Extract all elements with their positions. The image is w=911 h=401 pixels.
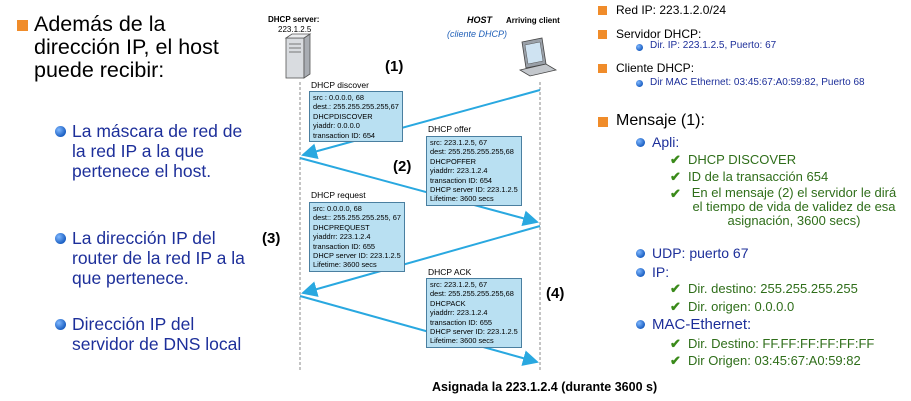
apli-bullet [636,138,645,147]
ack-arrow [299,295,539,366]
check-icon: ✔ [670,299,681,314]
list-item: Dirección IP del servidor de DNS local [72,314,242,354]
apli-item: ID de la transacción 654 [688,169,829,184]
msg3-box: src: 0.0.0.0, 68 dest:: 255.255.255.255,… [309,202,405,272]
request-arrow [301,225,541,297]
apli-label: Apli: [652,134,680,150]
apli-item: En el mensaje (2) el servidor le dirá el… [691,185,897,228]
msg3-title: DHCP request [311,190,366,200]
mac-item: Dir Origen: 03:45:67:A0:59:82 [688,353,861,368]
cliente-bullet [636,80,643,87]
mensaje-heading: Mensaje (1): [616,112,705,129]
msg4-box: src: 223.1.2.5, 67 dest: 255.255.255.255… [426,278,522,348]
step-3-label: (3) [262,230,281,247]
apli-item: DHCP DISCOVER [688,152,797,167]
cliente-detail: Dir MAC Ethernet: 03:45:67:A0:59:82, Pue… [650,77,865,88]
msg1-box: src : 0.0.0.0, 68 dest.: 255.255.255.255… [309,91,403,143]
ip-item: Dir. destino: 255.255.255.255 [688,281,858,296]
check-icon: ✔ [670,281,681,296]
mac-label: MAC-Ethernet: [652,316,752,333]
offer-arrow [299,157,539,227]
check-icon: ✔ [670,169,681,184]
msg1-title: DHCP discover [311,80,369,90]
servidor-label: Servidor DHCP: [616,27,702,41]
check-icon: ✔ [670,353,681,368]
server-label: DHCP server: [268,15,320,24]
list-bullet [55,233,66,244]
assignment-footer: Asignada la 223.1.2.4 (durante 3600 s) [432,380,658,394]
list-bullet [55,319,66,330]
laptop-icon [518,37,558,77]
mac-item: Dir. Destino: FF.FF:FF:FF:FF:FF [688,336,875,351]
client-label: (cliente DHCP) [447,29,508,39]
left-title: Además de la dirección IP, el host puede… [34,12,219,82]
step-1-label: (1) [385,58,404,75]
bullet-mensaje [598,117,608,127]
bullet-servidor [598,30,607,39]
step-2-label: (2) [393,158,412,175]
mac-bullet [636,320,645,329]
bullet-cliente [598,64,607,73]
server-icon [284,33,312,79]
list-bullet [55,126,66,137]
server-ip: 223.1.2.5 [278,25,312,34]
title-bullet [17,20,28,31]
msg4-title: DHCP ACK [428,267,472,277]
dhcp-sequence-diagram [284,33,558,370]
step-4-label: (4) [546,285,565,302]
udp-label: UDP: puerto 67 [652,245,749,261]
red-ip: Red IP: 223.1.2.0/24 [616,3,727,17]
servidor-detail: Dir. IP: 223.1.2.5, Puerto: 67 [650,40,777,51]
msg2-box: src: 223.1.2.5, 67 dest: 255.255.255.255… [426,136,522,206]
check-icon: ✔ [670,186,681,201]
check-icon: ✔ [670,336,681,351]
discover-arrow [301,89,541,160]
servidor-bullet [636,44,643,51]
list-item: La máscara de red de la red IP a la que … [72,121,243,181]
msg2-title: DHCP offer [428,124,472,134]
bullet-red-ip [598,6,607,15]
ip-bullet [636,268,645,277]
host-label: HOST [467,15,493,25]
list-item: La dirección IP del router de la red IP … [72,228,245,288]
ip-item: Dir. origen: 0.0.0.0 [688,299,795,314]
cliente-label: Cliente DHCP: [616,61,695,75]
arriving-client-label: Arriving client [506,16,560,25]
ip-label: IP: [652,264,670,280]
udp-bullet [636,249,645,258]
check-icon: ✔ [670,152,681,167]
